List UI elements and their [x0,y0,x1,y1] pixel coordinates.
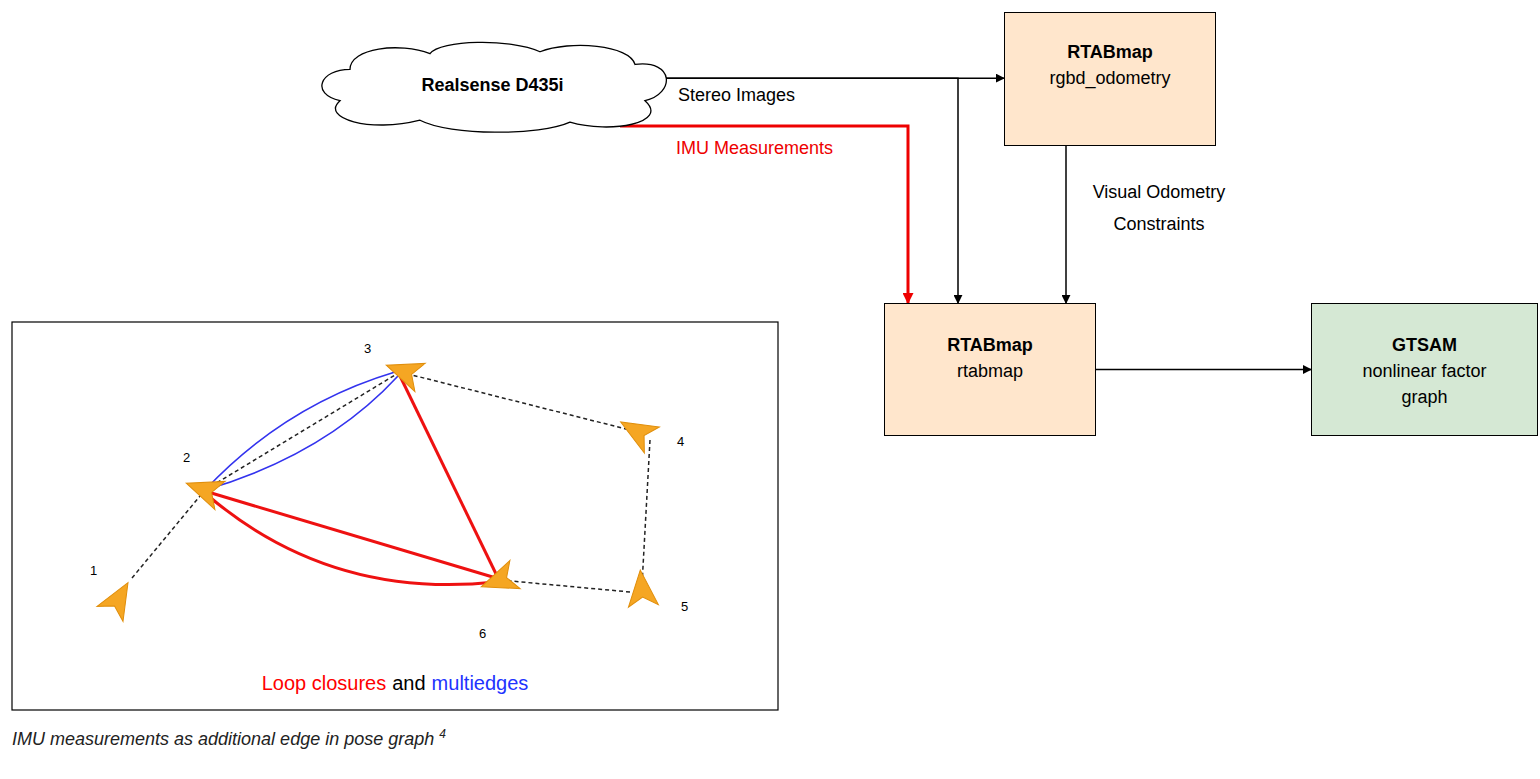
multiedge [205,372,395,490]
caption: IMU measurements as additional edge in p… [12,729,434,749]
node-title: GTSAM [1340,332,1510,358]
legend-text: multiedges [432,672,529,694]
process-box: RTABmaprtabmap [884,303,1096,436]
odometry-edge [500,580,630,592]
node-title: Realsense D435i [421,72,563,98]
pose-arrow [476,560,520,601]
node-title: RTABmap [947,332,1033,358]
process-box: RTABmaprgbd_odometry [1004,12,1216,146]
node-title: RTABmap [1067,39,1153,65]
loop-closure [400,376,498,578]
multiedge [205,376,398,490]
odometry-edge [400,372,630,430]
legend-text: and [392,672,425,694]
inset-legend-row: Loop closuresand multiedges [12,670,778,696]
node-subtitle: rgbd_odometry [1049,65,1170,91]
connector-arrow [1096,369,1311,371]
node-subtitle: rtabmap [957,358,1023,384]
pose-number: 2 [183,450,190,466]
pose-arrow [181,469,225,510]
pose-arrow [625,569,658,607]
cloud-path [322,42,666,132]
edge-label: Stereo Images [678,84,795,106]
pose-number: 1 [90,563,97,579]
pose-graph-edges [132,372,650,592]
connector-arrow [620,126,908,303]
pose-arrow [381,351,425,392]
edge-label: IMU Measurements [676,137,833,159]
pose-markers [97,351,659,621]
odometry-edge [132,490,205,578]
footnote-mark: 4 [439,727,446,741]
pose-number: 6 [479,626,486,642]
process-box: GTSAMnonlinear factor graph [1311,303,1538,436]
pose-number: 4 [677,434,684,450]
odometry-edge [642,440,650,585]
legend-text: Loop closures [262,672,387,694]
node-subtitle: nonlinear factor graph [1340,358,1510,410]
pose-number: 3 [364,341,371,357]
inset-frame [12,322,778,710]
pose-arrow [613,409,659,453]
odometry-edge [205,372,400,490]
edge-label: Visual Odometry Constraints [1074,176,1244,240]
connector-arrow [1065,146,1067,303]
caption-line: IMU measurements as additional edge in p… [12,722,446,751]
loop-closure [208,492,496,578]
pose-number: 5 [681,599,688,615]
pose-arrow [97,575,141,621]
connector-arrow [666,78,958,303]
loop-closure [206,494,496,585]
sensor-cloud: Realsense D435i [310,40,675,130]
